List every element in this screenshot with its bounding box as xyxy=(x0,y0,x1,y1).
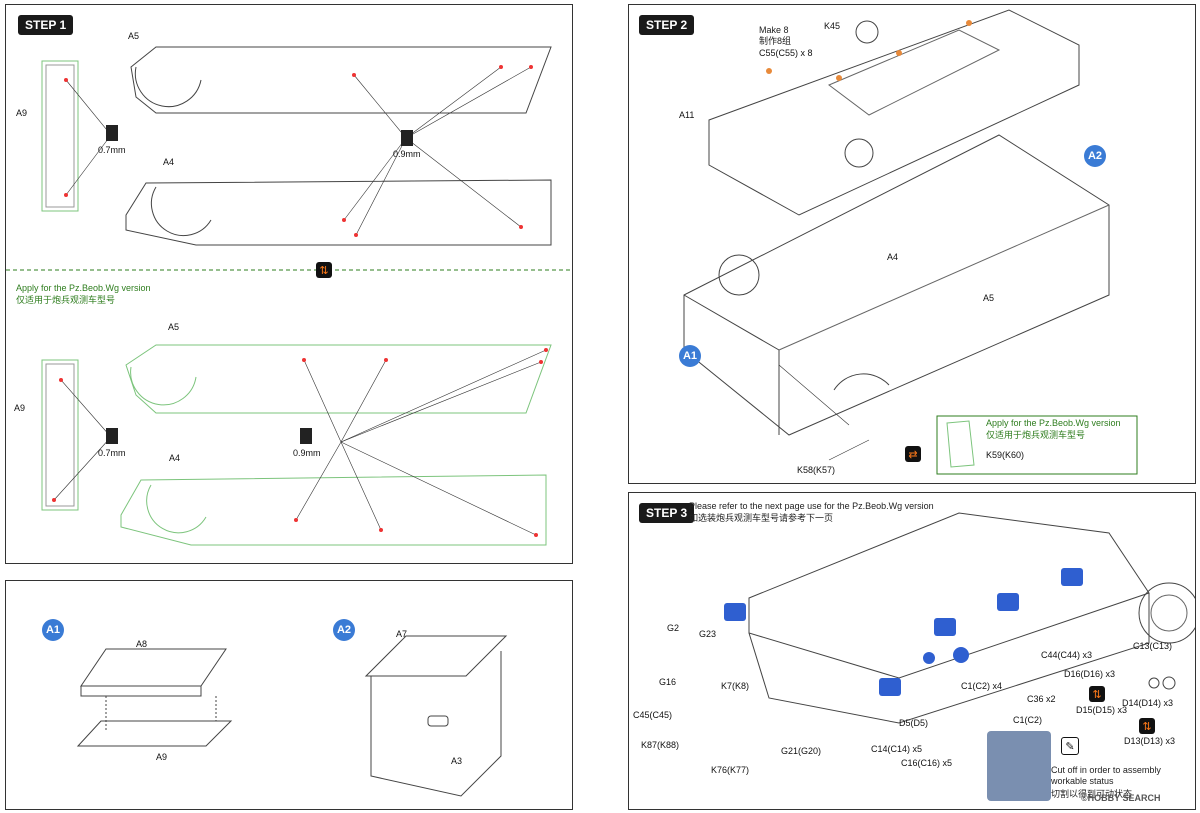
step2-panel: STEP 2 Make 8 制作8组 C55(C55) x 8 K45 A11 … xyxy=(628,4,1196,484)
label-k87: K87(K88) xyxy=(641,740,680,750)
label-a3: A3 xyxy=(451,756,463,766)
label-d16: D16(D16) x3 xyxy=(1064,669,1116,679)
step3-drawing xyxy=(724,512,1195,801)
label-d5: D5(D5) xyxy=(899,718,929,728)
label-a7: A7 xyxy=(396,629,408,639)
label-c1: C1(C2) x4 xyxy=(961,681,1003,691)
swap-arrow-icon-step2: ⇄ xyxy=(905,446,921,462)
label-a11: A11 xyxy=(679,110,695,120)
step3-title: STEP 3 xyxy=(639,503,695,523)
badge-a2-step2: A2 xyxy=(1084,145,1106,167)
apply-note-en-step2: Apply for the Pz.Beob.Wg version xyxy=(986,418,1121,428)
label-a9-alt: A9 xyxy=(14,403,26,413)
cut-note-en: Cut off in order to assembly workable st… xyxy=(1051,765,1161,786)
drill-size-small-alt: 0.7mm xyxy=(98,448,126,458)
drill-size-small: 0.7mm xyxy=(98,145,126,155)
make-eight-cn: 制作8组 xyxy=(759,36,792,46)
label-k76: K76(K77) xyxy=(711,765,750,775)
step1-title: STEP 1 xyxy=(18,15,74,35)
badge-a1: A1 xyxy=(42,619,64,641)
label-k45: K45 xyxy=(824,21,841,31)
step3-panel: STEP 3 Please refer to the next page use… xyxy=(628,492,1196,810)
cut-note-cn: 切割以得到可动状态 xyxy=(1051,789,1133,799)
subassembly-drawing xyxy=(76,635,508,797)
label-a8: A8 xyxy=(136,639,148,649)
label-c44: C44(C44) x3 xyxy=(1041,650,1093,660)
badge-a2: A2 xyxy=(333,619,355,641)
label-a9: A9 xyxy=(16,108,28,118)
label-a4-alt: A4 xyxy=(169,453,181,463)
label-c16: C16(C16) x5 xyxy=(901,758,953,768)
step1-panel: STEP 1 xyxy=(5,4,573,564)
badge-a1-step2: A1 xyxy=(679,345,701,367)
knife-icon: ✎ xyxy=(1061,737,1079,755)
step2-title: STEP 2 xyxy=(639,15,695,35)
make-eight-en: Make 8 xyxy=(759,25,789,35)
label-c55: C55(C55) x 8 xyxy=(759,48,813,58)
apply-note-cn: 仅适用于炮兵观测车型号 xyxy=(16,295,116,305)
label-d13: D13(D13) x3 xyxy=(1124,736,1176,746)
label-g16: G16 xyxy=(659,677,677,687)
step1-drawing xyxy=(6,46,572,546)
drill-size-large-alt: 0.9mm xyxy=(293,448,321,458)
refer-note-en: Please refer to the next page use for th… xyxy=(689,501,934,511)
swap-arrow-icon-d15: ⇅ xyxy=(1089,686,1105,702)
label-c45: C45(C45) xyxy=(633,710,673,720)
label-d14: D14(D14) x3 xyxy=(1122,698,1174,708)
watermark: ©HOBBY SEARCH xyxy=(1081,793,1161,803)
label-a5: A5 xyxy=(128,31,140,41)
label-a4: A4 xyxy=(163,157,175,167)
label-g2: G2 xyxy=(667,623,680,633)
refer-note-cn: 如选装炮兵观测车型号请参考下一页 xyxy=(689,513,834,523)
apply-note-en: Apply for the Pz.Beob.Wg version xyxy=(16,283,151,293)
label-g23: G23 xyxy=(699,629,717,639)
label-c13: C13(C13) xyxy=(1133,641,1173,651)
label-c1-detail: C1(C2) xyxy=(1013,715,1043,725)
label-a4-step2: A4 xyxy=(887,252,899,262)
label-a9-sub: A9 xyxy=(156,752,168,762)
swap-arrow-icon-d13: ⇅ xyxy=(1139,718,1155,734)
label-k58: K58(K57) xyxy=(797,465,836,475)
subassembly-panel: A1 A2 A8 A9 A7 A3 xyxy=(5,580,573,810)
label-k59: K59(K60) xyxy=(986,450,1025,460)
apply-note-cn-step2: 仅适用于炮兵观测车型号 xyxy=(986,430,1086,440)
label-k7: K7(K8) xyxy=(721,681,750,691)
label-c14: C14(C14) x5 xyxy=(871,744,923,754)
drill-size-large: 0.9mm xyxy=(393,149,421,159)
swap-arrow-icon: ⇅ xyxy=(316,262,332,278)
label-d15: D15(D15) x3 xyxy=(1076,705,1128,715)
step2-drawing xyxy=(683,9,1138,475)
label-c36: C36 x2 xyxy=(1027,694,1056,704)
label-a5-alt: A5 xyxy=(168,322,180,332)
label-a5-step2: A5 xyxy=(983,293,995,303)
label-g21: G21(G20) xyxy=(781,746,822,756)
